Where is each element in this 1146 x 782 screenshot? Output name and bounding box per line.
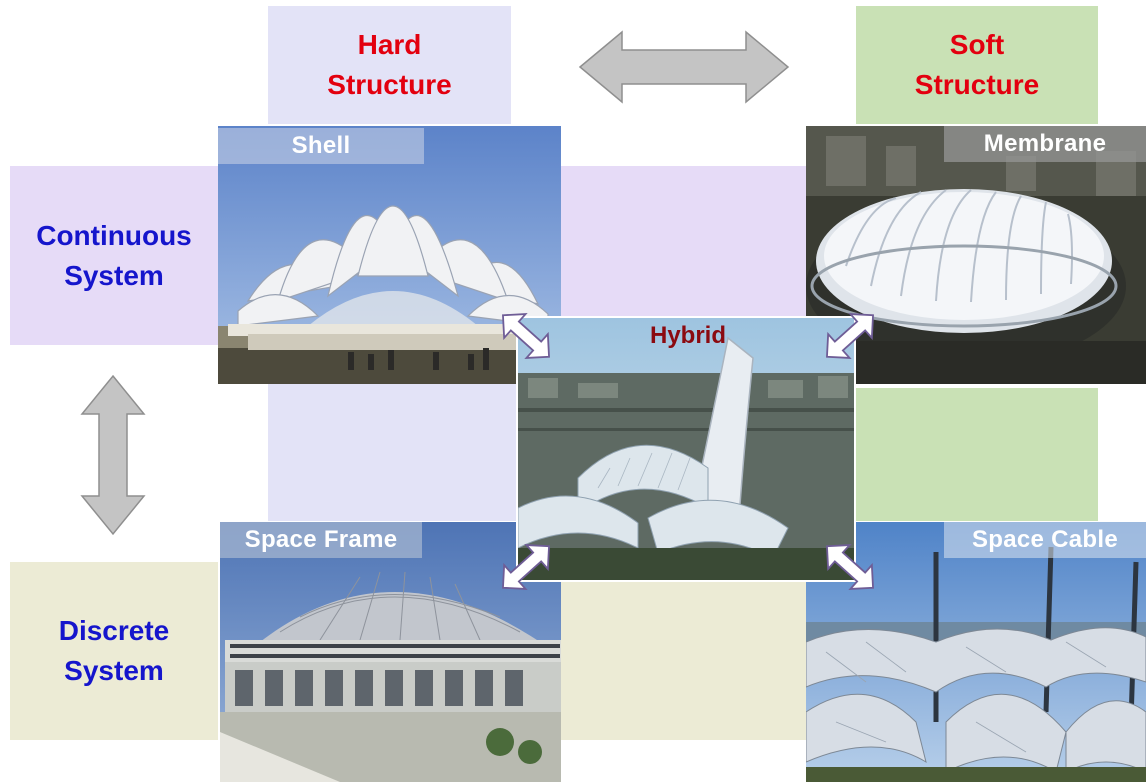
hybrid-photo: Hybrid	[516, 316, 856, 582]
hard-middle-cell	[268, 384, 516, 521]
soft-middle-cell	[856, 388, 1098, 521]
space-cable-label: Space Cable	[944, 522, 1146, 558]
discrete-system-box: Discrete System	[10, 562, 218, 740]
hard-structure-label: Hard Structure	[327, 29, 452, 100]
space-frame-label: Space Frame	[220, 522, 422, 558]
membrane-photo: Membrane	[806, 126, 1146, 384]
double-arrow-horizontal-icon	[578, 30, 790, 104]
space-frame-photo: Space Frame	[220, 522, 561, 782]
diagonal-arrow-bottom-left-icon	[498, 534, 554, 600]
discrete-system-label: Discrete System	[58, 615, 170, 686]
diagonal-arrow-top-right-icon	[822, 303, 878, 369]
lattice-dome-image	[220, 522, 561, 782]
double-arrow-vertical-icon	[80, 374, 146, 536]
discrete-hard-soft-band	[561, 582, 806, 740]
space-cable-photo: Space Cable	[806, 522, 1146, 782]
continuous-system-box: Continuous System	[10, 166, 218, 345]
diagonal-arrow-bottom-right-icon	[822, 534, 878, 600]
olympic-stadium-tower-image	[518, 318, 854, 580]
membrane-label: Membrane	[944, 126, 1146, 162]
soft-structure-box: Soft Structure	[856, 6, 1098, 124]
cable-net-tent-image	[806, 522, 1146, 782]
diagonal-arrow-top-left-icon	[498, 303, 554, 369]
hybrid-label: Hybrid	[649, 322, 726, 349]
hard-structure-box: Hard Structure	[268, 6, 511, 124]
shell-label: Shell	[218, 128, 424, 164]
soft-structure-label: Soft Structure	[914, 29, 1040, 100]
continuous-system-label: Continuous System	[36, 219, 192, 291]
continuous-hard-soft-band	[561, 166, 806, 316]
